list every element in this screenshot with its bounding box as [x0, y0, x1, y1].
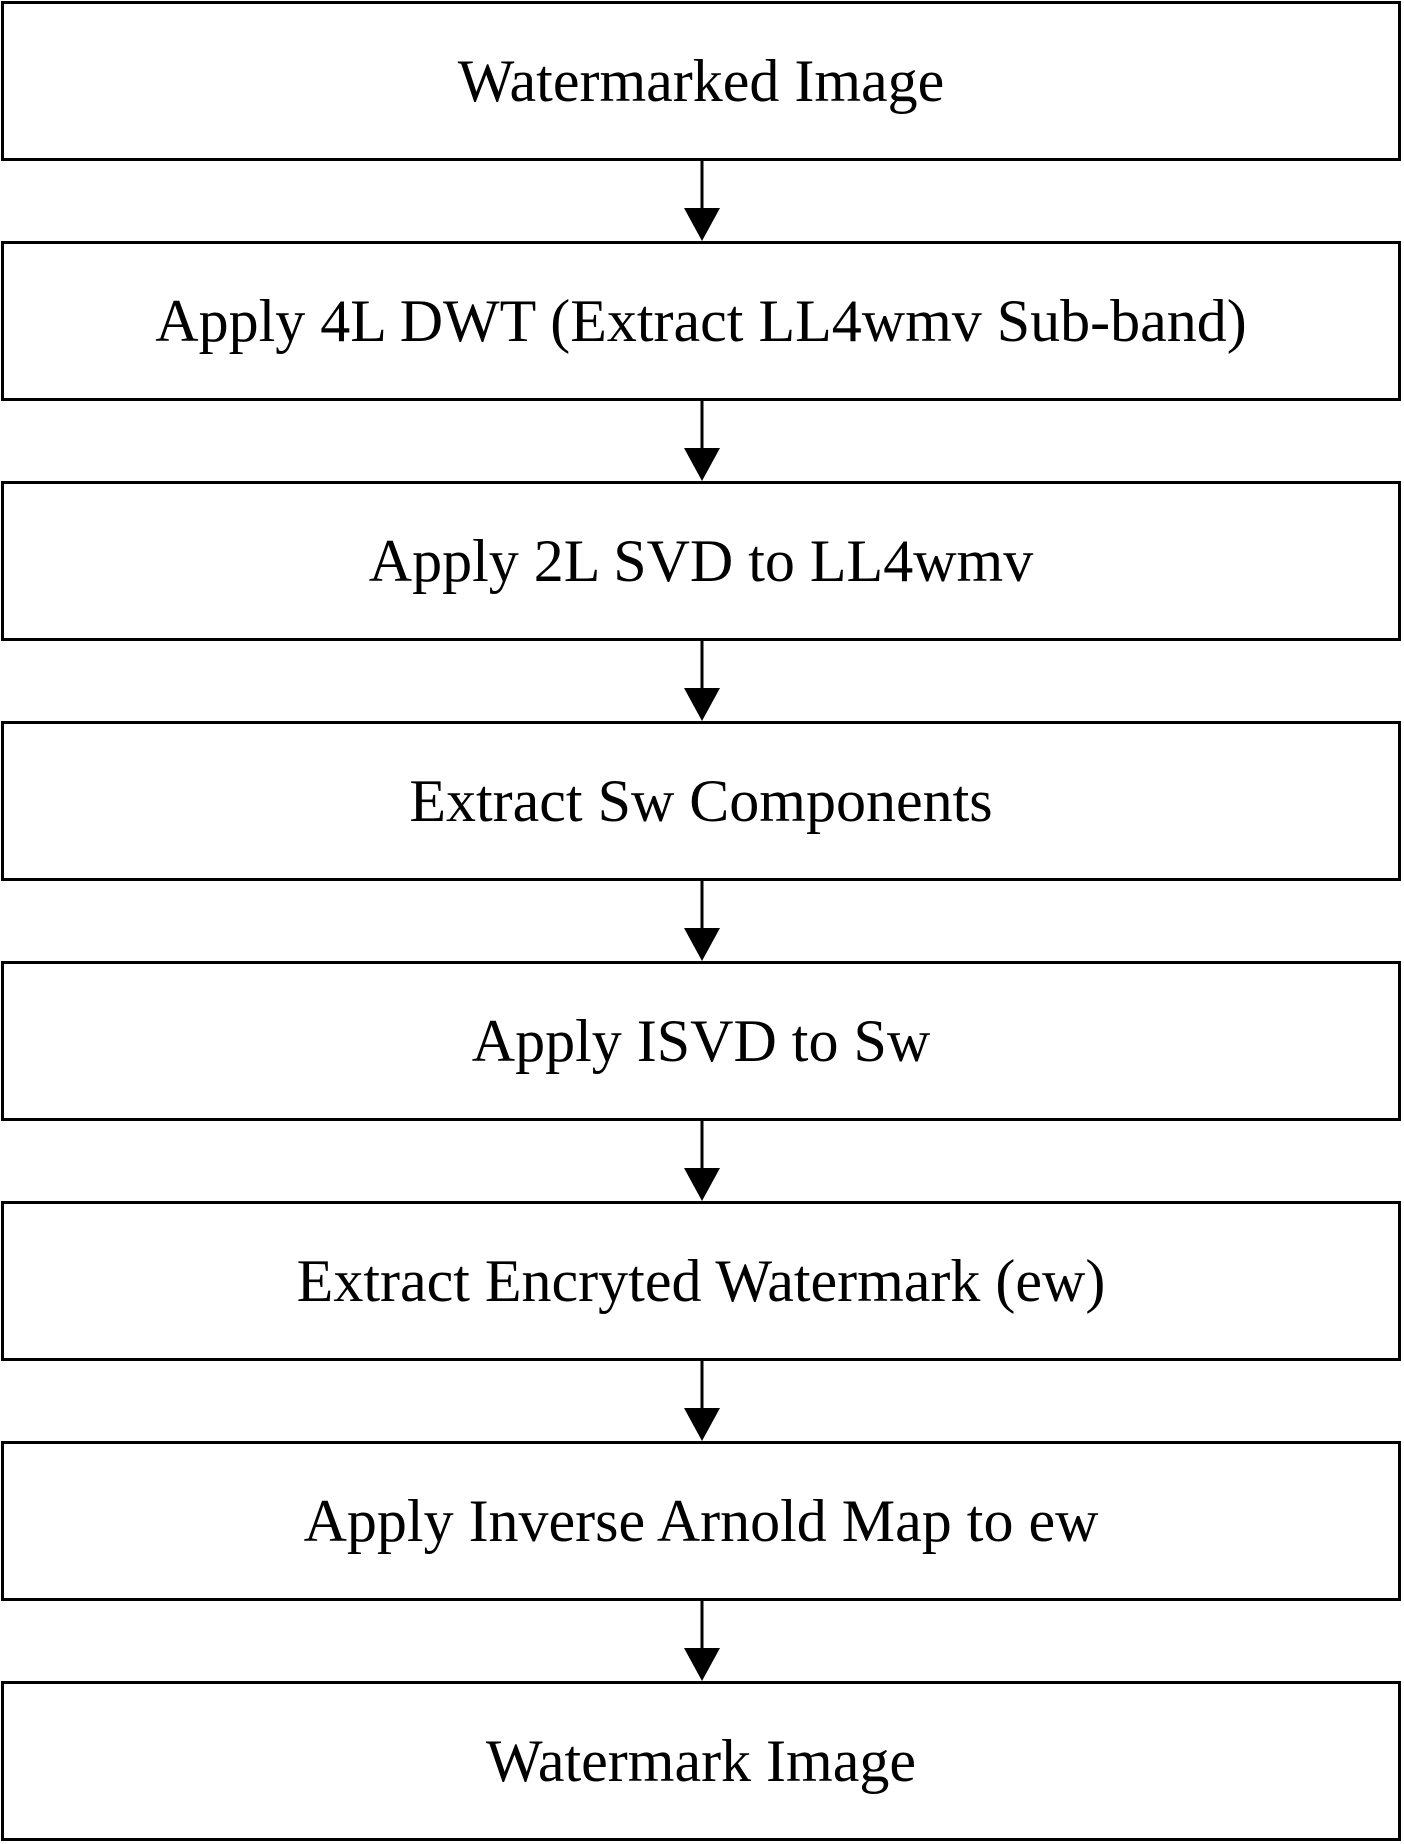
step-box-extract-sw: Extract Sw Components: [1, 721, 1401, 881]
arrow-1-2: [684, 161, 720, 241]
step-label: Apply 2L SVD to LL4wmv: [368, 528, 1034, 594]
step-box-watermark-image: Watermark Image: [1, 1681, 1401, 1841]
step-box-apply-dwt: Apply 4L DWT (Extract LL4wmv Sub-band): [1, 241, 1401, 401]
step-label: Apply ISVD to Sw: [471, 1008, 931, 1074]
arrow-7-8: [684, 1601, 720, 1681]
arrow-2-3: [684, 401, 720, 481]
step-label: Watermarked Image: [457, 48, 945, 114]
step-box-watermarked-image: Watermarked Image: [1, 1, 1401, 161]
step-box-extract-encrypted-watermark: Extract Encryted Watermark (ew): [1, 1201, 1401, 1361]
arrow-4-5: [684, 881, 720, 961]
step-label: Apply 4L DWT (Extract LL4wmv Sub-band): [155, 288, 1247, 354]
step-label: Apply Inverse Arnold Map to ew: [303, 1488, 1099, 1554]
step-box-apply-isvd: Apply ISVD to Sw: [1, 961, 1401, 1121]
step-label: Watermark Image: [486, 1728, 916, 1794]
step-label: Extract Encryted Watermark (ew): [296, 1248, 1106, 1314]
step-box-apply-svd: Apply 2L SVD to LL4wmv: [1, 481, 1401, 641]
arrow-6-7: [684, 1361, 720, 1441]
arrow-5-6: [684, 1121, 720, 1201]
arrow-3-4: [684, 641, 720, 721]
step-box-inverse-arnold-map: Apply Inverse Arnold Map to ew: [1, 1441, 1401, 1601]
step-label: Extract Sw Components: [409, 768, 993, 834]
